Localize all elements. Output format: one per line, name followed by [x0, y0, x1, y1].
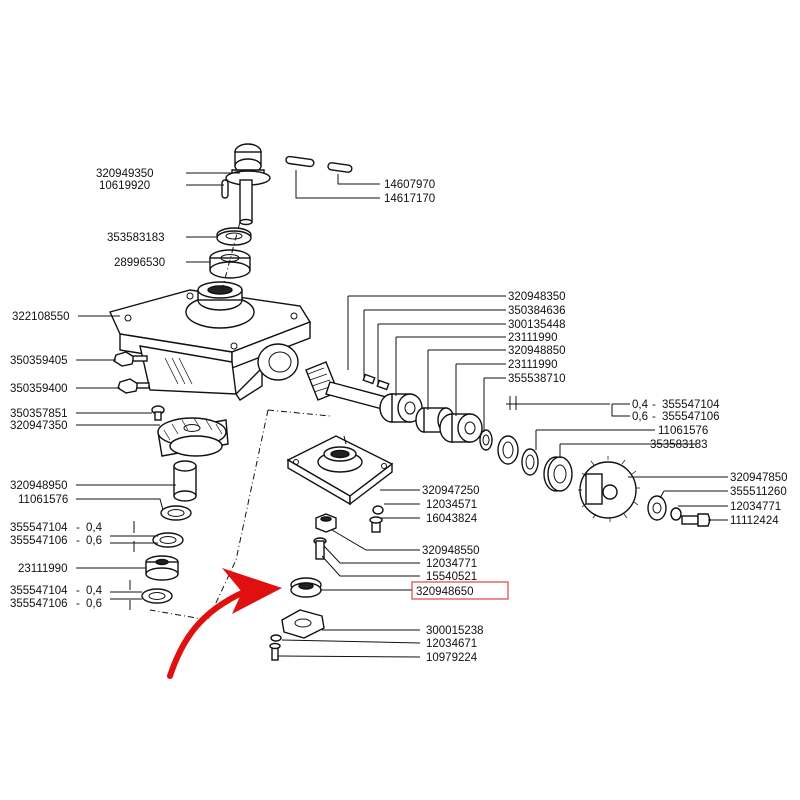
label-bevel-gear: 320947350 [10, 420, 68, 432]
pins-part [285, 155, 353, 173]
red-arrow [167, 568, 282, 679]
spacer-tube-part [173, 460, 197, 502]
label-left-shim-1b: 355547106 [10, 535, 68, 547]
label-bolt-a: 350359405 [10, 355, 68, 367]
label-cover-plate: 320947250 [422, 485, 480, 497]
right-seal-part [543, 456, 573, 492]
label-lower-bolt: 12034771 [426, 558, 477, 570]
label-dash-1: - [76, 522, 80, 534]
label-thk-06-c: 0,6 [632, 411, 648, 423]
sprocket-part [578, 456, 640, 522]
label-bearing-top: 28996530 [114, 257, 165, 269]
cover-washer-part [369, 516, 383, 533]
label-cover-screw: 12034571 [426, 499, 477, 511]
label-washer-r: 355511260 [730, 486, 787, 498]
top-bearing-part [209, 249, 251, 279]
part-labels: 320949350 10619920 14607970 14617170 353… [10, 168, 788, 664]
flange-screw-part [269, 642, 281, 661]
right-screw-1-part [670, 507, 682, 521]
label-r-shim-a: 355547104 [662, 399, 720, 411]
label-thk-06-a: 0,6 [86, 535, 102, 547]
left-shim-1-part [152, 532, 184, 548]
label-flange-screw: 10979224 [426, 652, 478, 664]
label-thk-04-b: 0,4 [86, 585, 103, 597]
label-r-part-7: 355538710 [508, 373, 566, 385]
label-housing: 322108550 [12, 311, 70, 323]
label-shaft-pin: 10619920 [99, 180, 150, 192]
flange-bolt-part [270, 634, 282, 642]
label-thk-06-b: 0,6 [86, 598, 102, 610]
label-r-part-2: 350384636 [508, 305, 566, 317]
label-dash-3: - [76, 585, 80, 597]
label-left-shim-1a: 355547104 [10, 522, 68, 534]
label-flange-plate: 300015238 [426, 625, 484, 637]
right-washer-part [647, 495, 667, 521]
label-r-part-6: 23111990 [508, 359, 557, 371]
lower-bolt-part [313, 537, 327, 560]
top-shaft-part [225, 143, 271, 226]
label-sprocket: 320947850 [730, 472, 788, 484]
label-r-part-3: 300135448 [508, 319, 566, 331]
bolt-b-part [117, 378, 150, 394]
label-left-shim-2a: 355547104 [10, 585, 68, 597]
label-left-circlip: 11061576 [18, 494, 68, 506]
cover-screw-part [372, 505, 384, 515]
label-r-circlip: 11061576 [658, 425, 708, 437]
centre-lines [149, 221, 331, 621]
shaft-pin-part [221, 179, 229, 199]
thickness-markers [110, 396, 610, 610]
label-dash-6: - [652, 411, 656, 423]
label-r-part-4: 23111990 [508, 332, 557, 344]
left-circlip-part [160, 505, 192, 521]
lower-nut-part [315, 513, 337, 533]
label-left-shim-2b: 355547106 [10, 598, 68, 610]
top-seal-part [216, 227, 252, 246]
left-shim-2-part [141, 588, 173, 604]
right-circlip-part [521, 448, 539, 476]
label-r-shim-b: 355547106 [662, 411, 720, 423]
label-thk-04-c: 0,4 [632, 399, 649, 411]
gearbox-housing-part [109, 281, 312, 401]
leader-lines [76, 170, 728, 658]
label-pin-a: 14607970 [384, 179, 435, 191]
cover-plate-part [286, 435, 394, 506]
label-small-screw: 350357851 [10, 408, 68, 420]
label-dash-4: - [76, 598, 80, 610]
label-screw-r2: 11112424 [730, 515, 779, 527]
label-cover-washer: 16043824 [426, 513, 478, 525]
flange-plate-part [281, 609, 325, 639]
left-bearing-part [145, 555, 179, 581]
bolt-a-part [113, 351, 148, 367]
label-bolt-b: 350359400 [10, 383, 68, 395]
lower-seal-part [290, 577, 322, 598]
label-dash-2: - [76, 535, 80, 547]
label-flange-bolt: 12034671 [426, 638, 477, 650]
right-screw-2-part [681, 513, 711, 527]
label-lower-nut: 320948550 [422, 545, 480, 557]
label-dash-5: - [652, 399, 656, 411]
small-screw-part [151, 405, 165, 421]
label-r-seal: 353583183 [650, 439, 708, 451]
label-thk-04-a: 0,4 [86, 522, 103, 534]
bevel-gear-part [157, 417, 229, 457]
highlight-box [411, 581, 509, 600]
label-shaft-top: 320949350 [96, 168, 154, 180]
label-spacer-tube: 320948950 [10, 480, 68, 492]
right-bearing-2-part [439, 413, 483, 443]
label-lower-washer: 15540521 [426, 571, 477, 583]
label-r-part-5: 320948850 [508, 345, 566, 357]
label-seal-top: 353583183 [107, 232, 165, 244]
label-lower-seal: 320948650 [416, 586, 474, 598]
right-ring-part [479, 429, 493, 451]
label-left-bearing: 23111990 [18, 563, 67, 575]
right-shim-part [497, 435, 519, 465]
label-pin-b: 14617170 [384, 193, 435, 205]
label-screw-r1: 12034771 [730, 501, 781, 513]
label-shaft-right-group: 320948350 [508, 291, 566, 303]
